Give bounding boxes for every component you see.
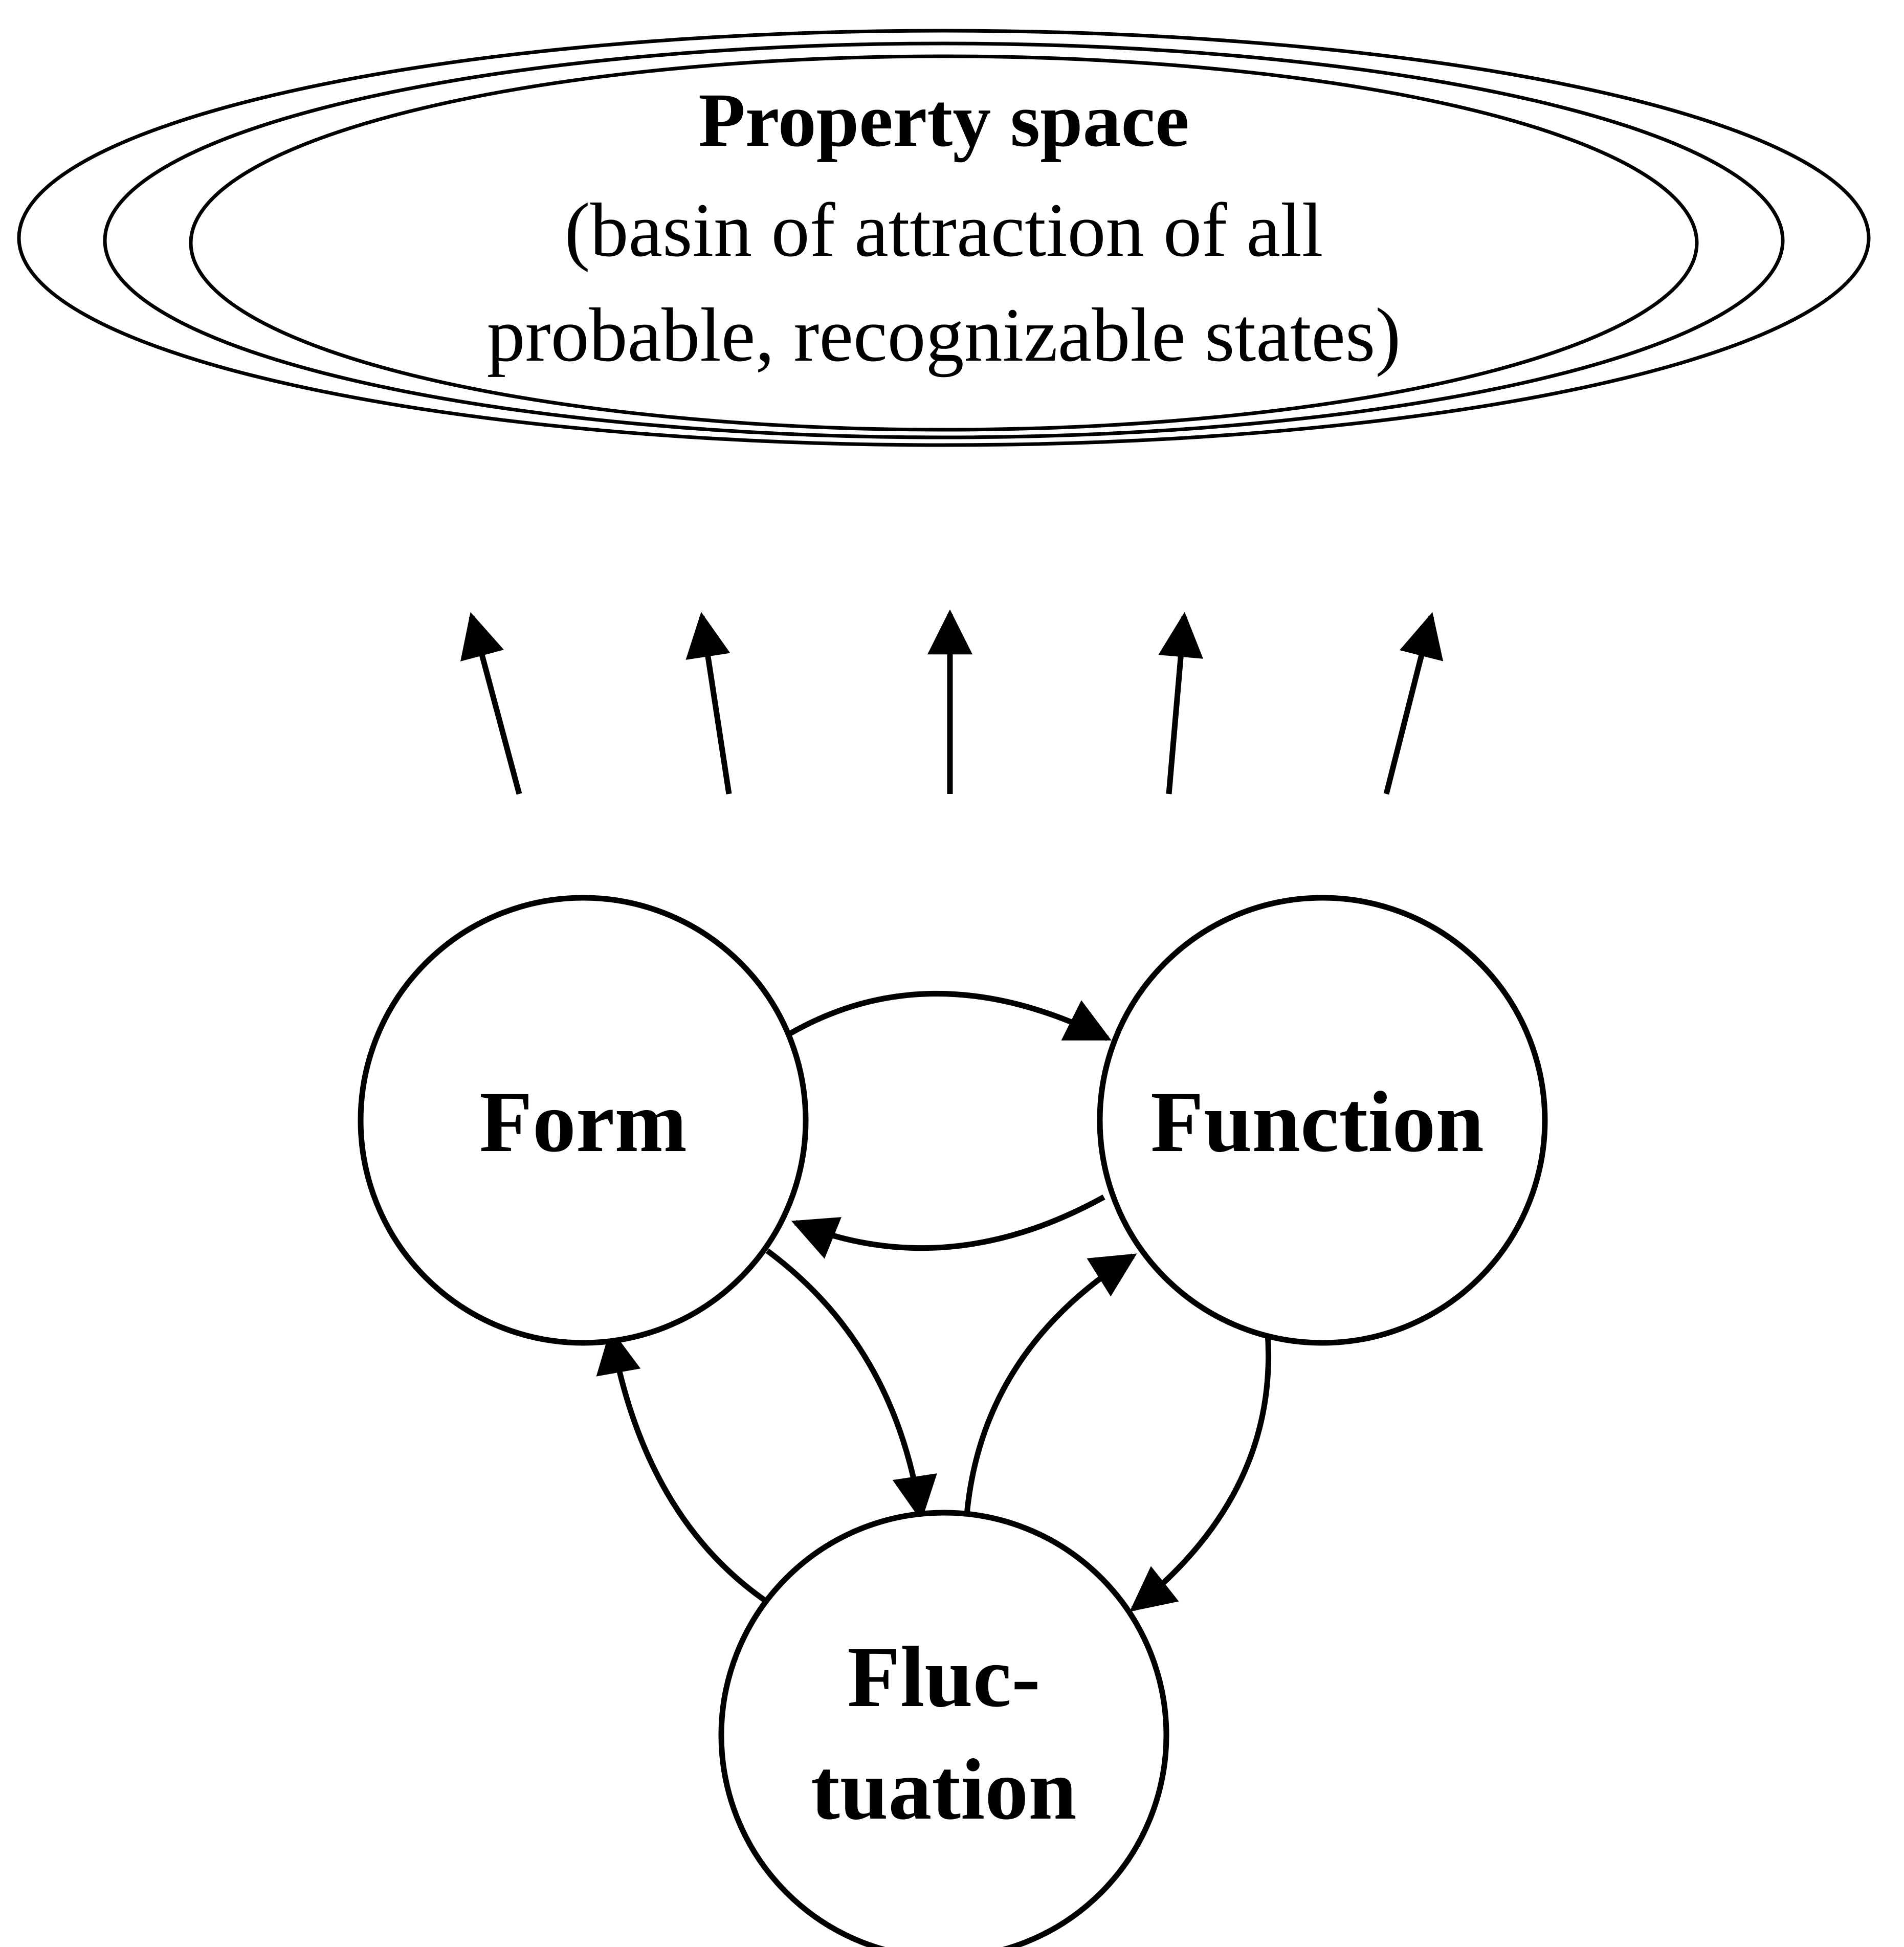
emergence-arrow-4 (1158, 612, 1204, 794)
node-fluctuation-label-line1: Fluc- (847, 1629, 1040, 1725)
node-form-circle (358, 895, 809, 1346)
node-function-label: Function (1150, 1074, 1484, 1170)
arrow-form-to-fluctuation (765, 1248, 937, 1521)
property-space-outer-ring (17, 29, 1871, 447)
emergence-arrow-1 (460, 612, 522, 795)
emergence-arrow-5 (1383, 612, 1444, 795)
arrow-fluctuation-to-function (964, 1253, 1137, 1515)
arrow-function-to-fluctuation (1130, 1332, 1272, 1612)
node-function: Function (1097, 895, 1548, 1346)
node-function-circle (1097, 895, 1548, 1346)
interaction-arrows (596, 991, 1272, 1612)
node-form-label: Form (479, 1074, 687, 1170)
node-fluctuation-label-line2: tuation (811, 1741, 1077, 1838)
arrow-fluctuation-to-form (596, 1328, 772, 1606)
property-space-subtitle-line1: (basin of attraction of all (565, 188, 1323, 273)
property-space: Property space (basin of attraction of a… (17, 29, 1871, 447)
property-space-inner-ring (189, 54, 1699, 432)
node-form: Form (358, 895, 809, 1346)
node-fluctuation-circle (718, 1510, 1169, 1947)
property-space-middle-ring (103, 41, 1785, 439)
emergence-arrows (460, 609, 1444, 795)
arrow-form-to-function (789, 991, 1112, 1041)
property-space-title: Property space (698, 78, 1189, 163)
emergence-arrow-2 (685, 612, 732, 794)
property-space-subtitle-line2: probable, recognizable states) (487, 293, 1401, 378)
arrow-function-to-form (791, 1194, 1105, 1259)
node-fluctuation: Fluc- tuation (718, 1510, 1169, 1947)
